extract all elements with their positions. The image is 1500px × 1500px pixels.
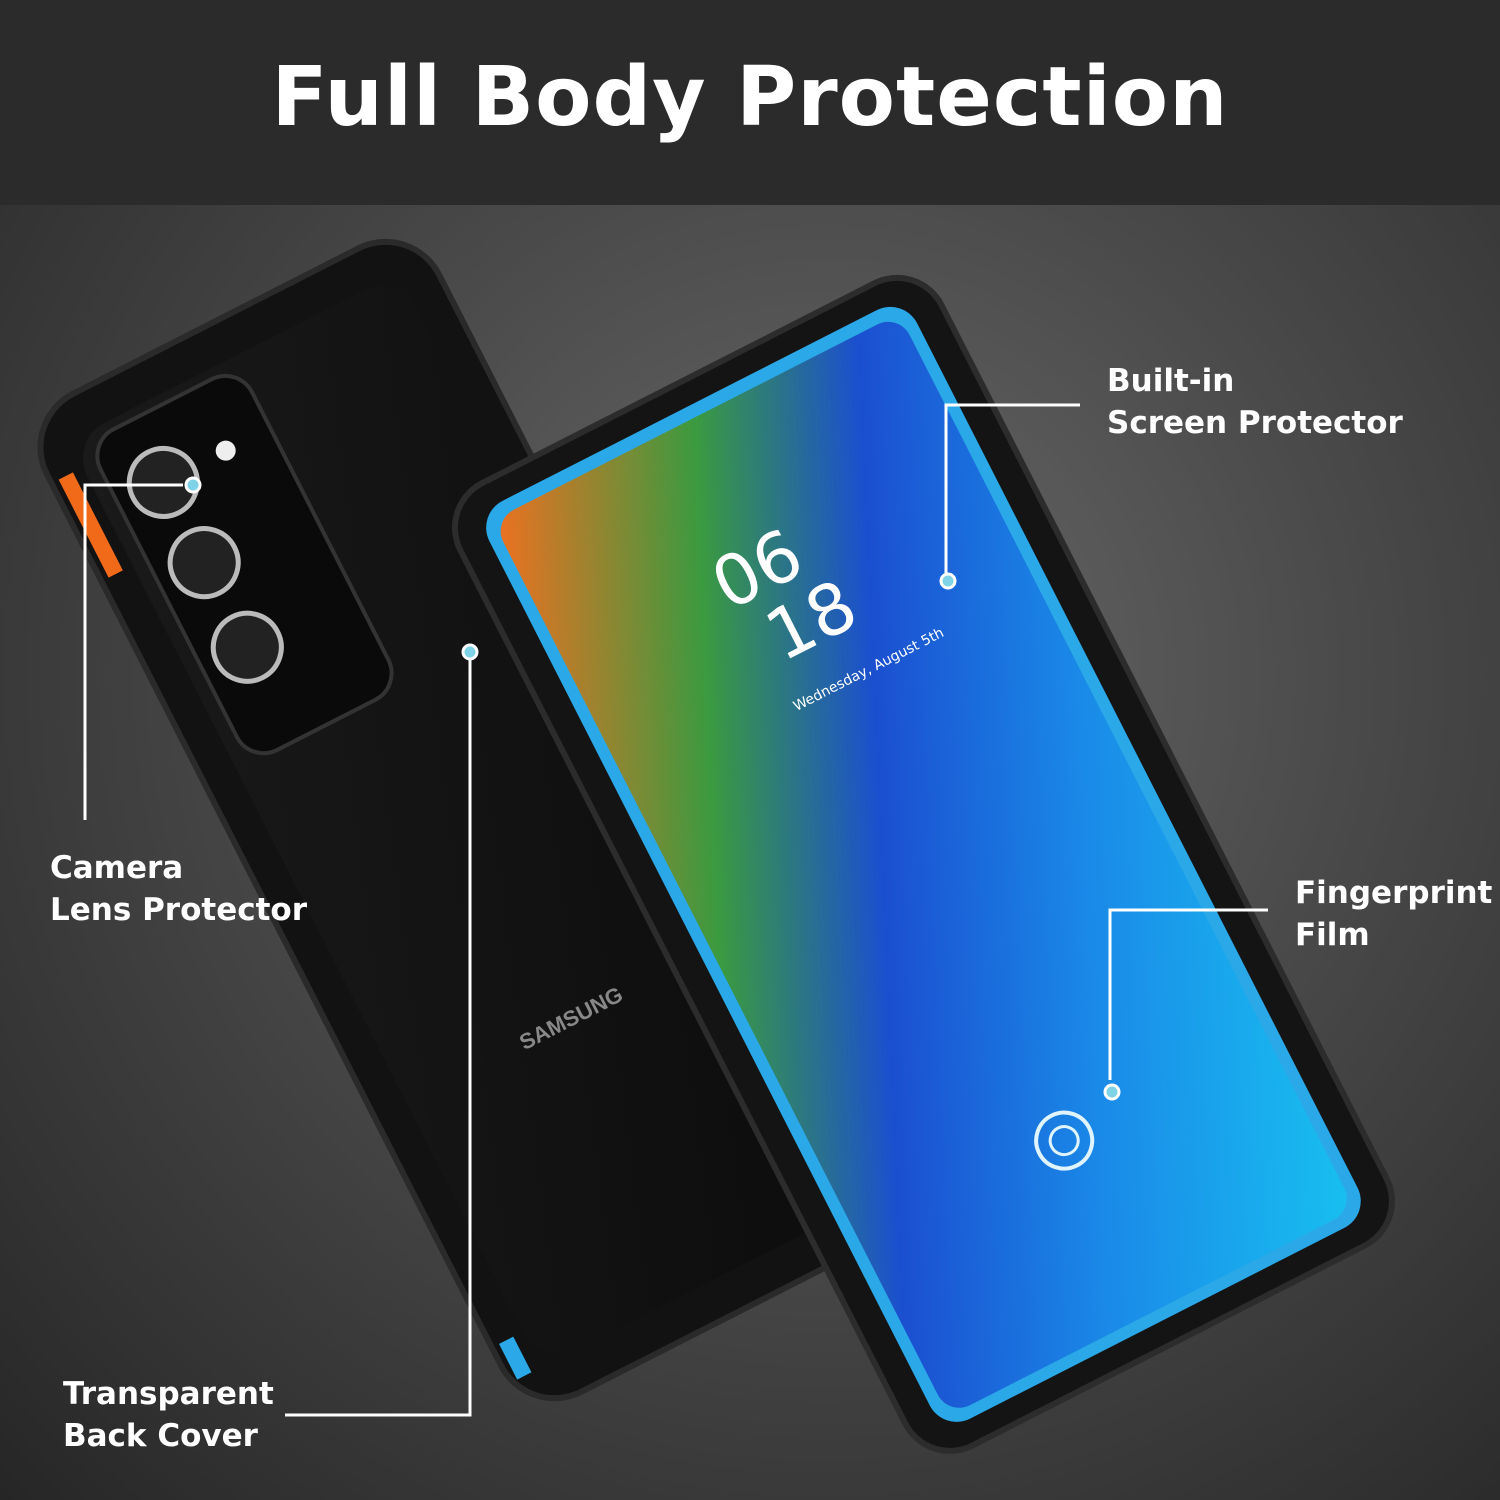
header-banner: Full Body Protection xyxy=(0,0,1500,205)
callout-camera: Camera Lens Protector xyxy=(50,847,307,931)
callout-line1: Built-in xyxy=(1107,363,1235,399)
callout-dot-fingerprint xyxy=(1103,1083,1121,1101)
callout-lines xyxy=(83,403,1268,1417)
callout-dots xyxy=(184,476,1121,1101)
callout-fingerprint: Fingerprint Film xyxy=(1295,872,1492,956)
callout-dot-camera xyxy=(184,476,202,494)
page-title: Full Body Protection xyxy=(271,50,1229,145)
callout-line1: Transparent xyxy=(63,1376,274,1412)
camera-lens-icon xyxy=(126,445,200,519)
callout-line2: Lens Protector xyxy=(50,892,308,928)
camera-flash-icon xyxy=(215,440,236,461)
callout-line2: Screen Protector xyxy=(1107,405,1403,441)
blue-port-cover xyxy=(499,1336,532,1380)
orange-side-accent xyxy=(58,472,123,578)
callout-line-fingerprint xyxy=(1108,908,1268,1080)
front-phone xyxy=(451,274,1395,1454)
camera-lens-icon xyxy=(210,610,284,684)
callout-line-camera xyxy=(83,483,183,820)
callout-dot-back-cover xyxy=(461,643,479,661)
callout-line-back-cover xyxy=(285,652,472,1417)
camera-lens-icon xyxy=(167,526,241,600)
callout-screen-protector: Built-in Screen Protector xyxy=(1107,360,1403,444)
callout-dot-screen-protector xyxy=(939,572,957,590)
callout-line1: Fingerprint xyxy=(1295,875,1493,911)
callout-back-cover: Transparent Back Cover xyxy=(63,1373,274,1457)
screen xyxy=(500,321,1347,1408)
callout-line1: Camera xyxy=(50,850,184,886)
callout-line2: Back Cover xyxy=(63,1418,258,1454)
fingerprint-icon-inner xyxy=(1048,1125,1080,1157)
callout-line2: Film xyxy=(1295,917,1370,953)
callout-line-screen-protector xyxy=(944,403,1080,580)
fingerprint-icon xyxy=(1034,1110,1095,1171)
